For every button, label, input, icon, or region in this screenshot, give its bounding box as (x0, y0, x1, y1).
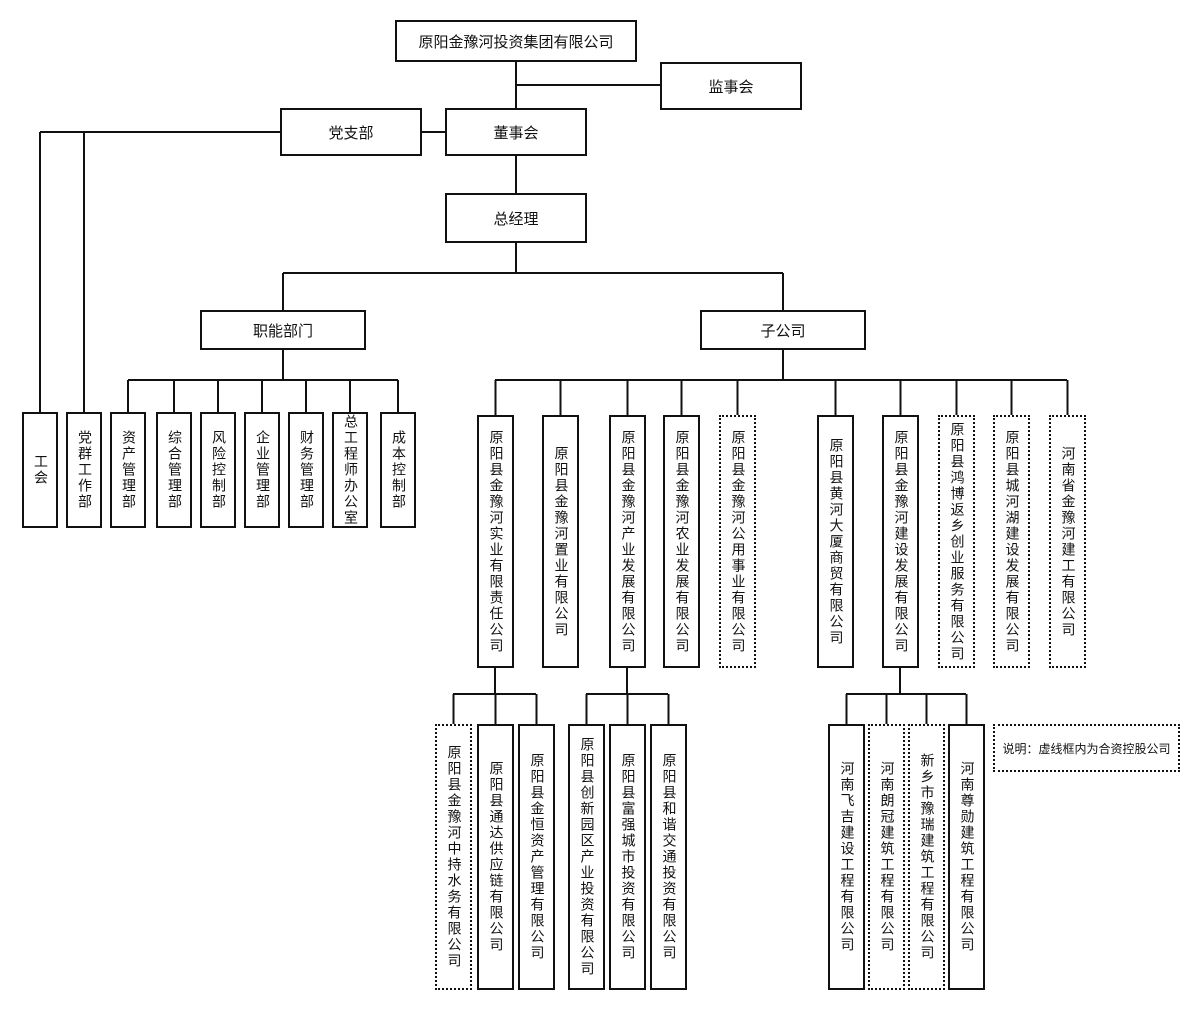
company-box-4: 原阳县金豫河农业发展有限公司 (663, 415, 700, 668)
subcompany-box-6: 原阳县和谐交通投资有限公司 (650, 724, 687, 990)
company-box-8: 原阳县鸿博返乡创业服务有限公司 (938, 415, 975, 668)
company-box-2: 原阳县金豫河置业有限公司 (542, 415, 579, 668)
dept-box-7: 财务管理部 (288, 412, 324, 528)
subcompany-box-9: 新乡市豫瑞建筑工程有限公司 (908, 724, 945, 990)
company-box-1: 原阳县金豫河实业有限责任公司 (477, 415, 514, 668)
node-subsidiaries: 子公司 (700, 310, 866, 350)
subcompany-box-4: 原阳县创新园区产业投资有限公司 (568, 724, 605, 990)
legend-note: 说明：虚线框内为合资控股公司 (993, 724, 1180, 772)
dept-box-9: 成本控制部 (380, 412, 416, 528)
company-box-6: 原阳县黄河大厦商贸有限公司 (817, 415, 854, 668)
dept-box-6: 企业管理部 (244, 412, 280, 528)
subcompany-box-8: 河南朗冠建筑工程有限公司 (868, 724, 905, 990)
company-box-10: 河南省金豫河建工有限公司 (1049, 415, 1086, 668)
subcompany-box-3: 原阳县金恒资产管理有限公司 (518, 724, 555, 990)
node-supervisory: 监事会 (660, 62, 802, 110)
company-box-5: 原阳县金豫河公用事业有限公司 (719, 415, 756, 668)
company-box-3: 原阳县金豫河产业发展有限公司 (609, 415, 646, 668)
company-box-7: 原阳县金豫河建设发展有限公司 (882, 415, 919, 668)
dept-box-1: 工会 (22, 412, 58, 528)
dept-box-8: 总工程师办公室 (332, 412, 368, 528)
dept-box-3: 资产管理部 (110, 412, 146, 528)
dept-box-5: 风险控制部 (200, 412, 236, 528)
node-functional: 职能部门 (200, 310, 366, 350)
subcompany-box-10: 河南尊勋建筑工程有限公司 (948, 724, 985, 990)
node-group: 原阳金豫河投资集团有限公司 (395, 20, 637, 62)
subcompany-box-1: 原阳县金豫河中持水务有限公司 (435, 724, 472, 990)
company-box-9: 原阳县城河湖建设发展有限公司 (993, 415, 1030, 668)
subcompany-box-2: 原阳县通达供应链有限公司 (477, 724, 514, 990)
dept-box-2: 党群工作部 (66, 412, 102, 528)
subcompany-box-7: 河南飞吉建设工程有限公司 (828, 724, 865, 990)
subcompany-box-5: 原阳县富强城市投资有限公司 (609, 724, 646, 990)
node-party: 党支部 (280, 108, 422, 156)
dept-box-4: 综合管理部 (156, 412, 192, 528)
node-board: 董事会 (445, 108, 587, 156)
node-gm: 总经理 (445, 193, 587, 243)
